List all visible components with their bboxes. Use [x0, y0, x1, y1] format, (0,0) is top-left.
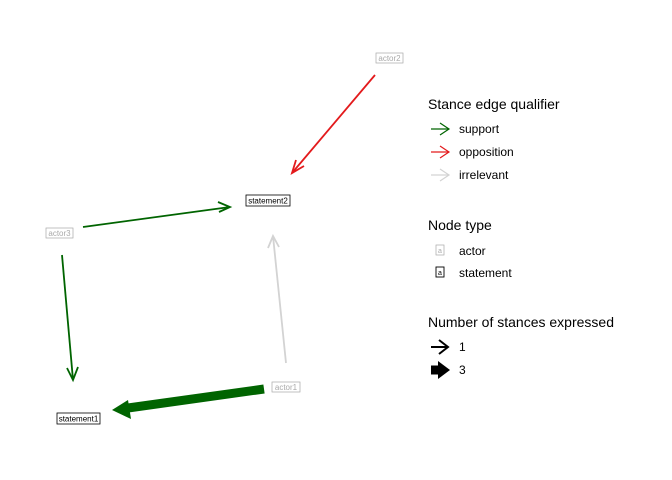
legend-item-opposition: opposition	[431, 145, 514, 159]
legend-label-stances-1: 1	[459, 340, 466, 354]
legend-label-irrelevant: irrelevant	[459, 168, 509, 182]
legend-item-statement: a statement	[435, 266, 512, 280]
legend-item-actor: a actor	[435, 244, 486, 258]
actor-glyph-icon: a	[438, 248, 442, 255]
edge-actor3-statement1	[61, 254, 79, 383]
node-label-actor3: actor3	[48, 229, 71, 238]
legend-item-stances-3: 3	[431, 361, 466, 379]
legend-stances-title: Number of stances expressed	[428, 314, 614, 330]
legend-label-support: support	[459, 122, 500, 136]
node-statement1[interactable]: statement1	[56, 412, 101, 425]
node-label-statement1: statement1	[59, 415, 99, 424]
legend-label-opposition: opposition	[459, 145, 514, 159]
edge-actor2-statement2	[290, 74, 376, 175]
legend: Stance edge qualifier support opposition…	[428, 96, 614, 379]
nodes-layer: actor2 statement2 actor3 actor1 statemen…	[45, 52, 404, 425]
node-statement2[interactable]: statement2	[245, 194, 291, 207]
legend-label-statement: statement	[459, 266, 512, 280]
node-actor1[interactable]: actor1	[271, 381, 301, 393]
node-label-statement2: statement2	[248, 197, 288, 206]
legend-item-support: support	[431, 122, 500, 136]
edge-actor1-statement1	[112, 384, 265, 419]
legend-label-actor: actor	[459, 244, 486, 258]
node-actor2[interactable]: actor2	[375, 52, 404, 64]
node-label-actor1: actor1	[275, 383, 298, 392]
edge-actor3-statement2	[82, 201, 233, 228]
statement-glyph-icon: a	[438, 270, 442, 277]
legend-item-irrelevant: irrelevant	[431, 168, 509, 182]
edges-layer	[61, 74, 376, 419]
node-actor3[interactable]: actor3	[45, 227, 74, 239]
node-label-actor2: actor2	[378, 54, 401, 63]
legend-node-type-title: Node type	[428, 217, 492, 233]
legend-item-stances-1: 1	[431, 339, 466, 355]
legend-qualifier-title: Stance edge qualifier	[428, 96, 560, 112]
edge-actor1-statement2	[267, 233, 287, 364]
legend-label-stances-3: 3	[459, 363, 466, 377]
